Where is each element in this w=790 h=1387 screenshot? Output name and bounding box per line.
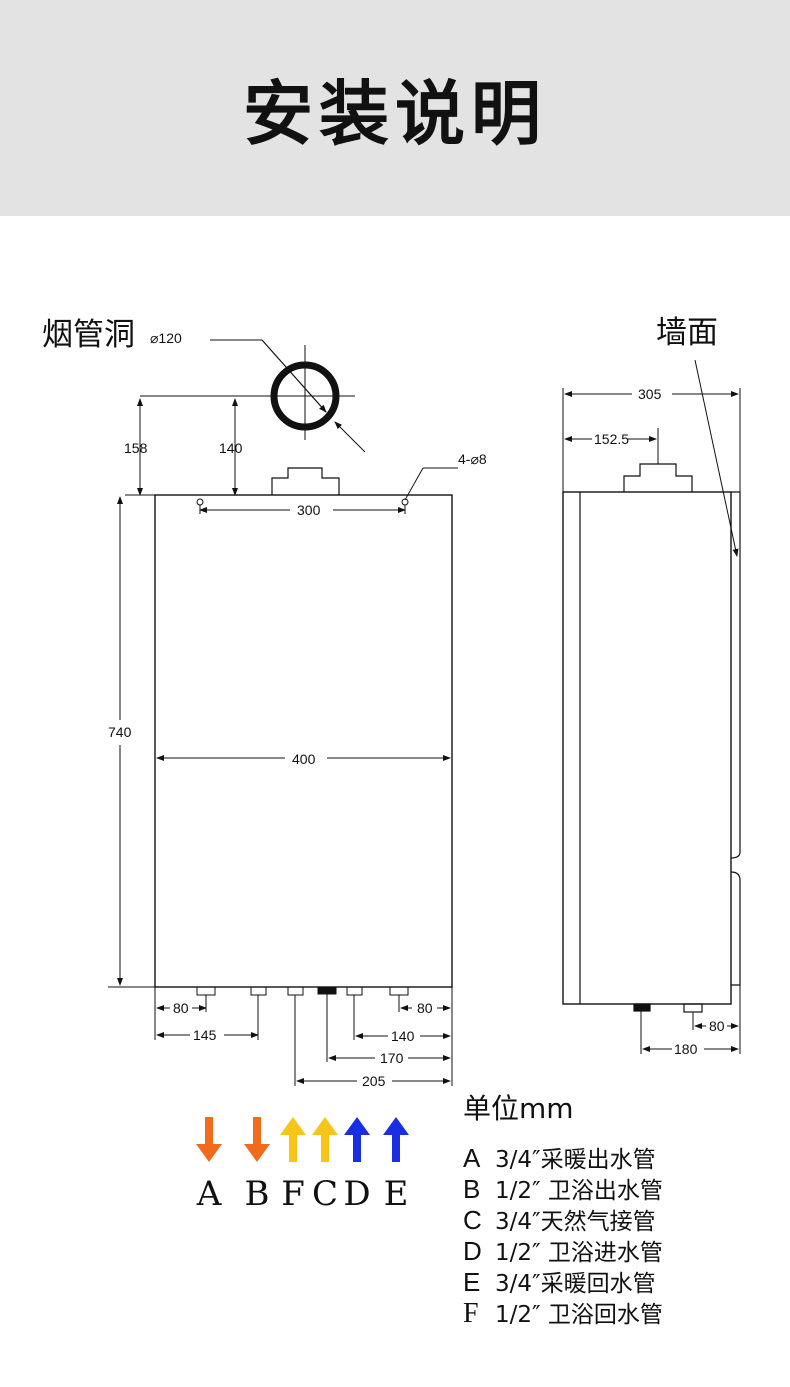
unit-label: 单位mm <box>463 1092 574 1125</box>
connector-f <box>287 986 304 996</box>
connector-c <box>317 986 337 995</box>
arrow-b-icon <box>244 1117 270 1162</box>
legend-letter-c: C <box>463 1205 482 1235</box>
connector-b <box>250 986 267 996</box>
arrow-f-icon <box>280 1117 306 1162</box>
legend-row-a: A 3/4″采暖出水管 <box>463 1143 783 1174</box>
side-connector-gas <box>633 1003 651 1012</box>
flue-leader-lower <box>334 421 366 453</box>
arrow-letter-d: D <box>343 1174 370 1214</box>
arrow-c-icon <box>312 1117 338 1162</box>
legend-letter-b: B <box>463 1174 481 1204</box>
arrow-a-icon <box>196 1117 222 1162</box>
legend-row-f: F 1/2″ 卫浴回水管 <box>463 1298 783 1329</box>
side-connector-water <box>683 1003 703 1013</box>
dim-180: 180 <box>674 1041 698 1057</box>
legend-letter-a: A <box>463 1143 481 1173</box>
dim-80-side: 80 <box>709 1018 725 1034</box>
legend-desc-e: 3/4″采暖回水管 <box>495 1271 656 1297</box>
arrow-letter-b: B <box>245 1174 270 1214</box>
side-view <box>562 463 741 1013</box>
arrow-letter-e: E <box>384 1174 409 1214</box>
dim-740: 740 <box>108 724 132 740</box>
legend-desc-a: 3/4″采暖出水管 <box>495 1147 656 1173</box>
arrow-d-icon <box>344 1117 370 1162</box>
flue-hole <box>140 339 366 453</box>
legend-desc-c: 3/4″天然气接管 <box>495 1209 656 1235</box>
header-banner: 安装说明 <box>0 0 790 216</box>
legend-desc-b: 1/2″ 卫浴出水管 <box>495 1178 663 1204</box>
legend-letter-f: F <box>463 1298 479 1329</box>
legend-row-e: E 3/4″采暖回水管 <box>463 1267 783 1298</box>
flue-dia-label: ⌀120 <box>150 330 182 346</box>
dim-305: 305 <box>638 386 662 402</box>
dim-140-bottom: 140 <box>391 1028 415 1044</box>
arrow-letter-f: F <box>281 1174 305 1214</box>
side-body <box>562 491 732 1005</box>
front-flue-stub <box>271 467 340 495</box>
side-dimensions <box>562 359 741 1054</box>
dim-152-5: 152.5 <box>594 431 629 447</box>
front-dimensions <box>108 398 458 1086</box>
legend-row-d: D 1/2″ 卫浴进水管 <box>463 1236 783 1267</box>
legend-desc-d: 1/2″ 卫浴进水管 <box>495 1240 663 1266</box>
page-title: 安装说明 <box>243 73 547 155</box>
dim-80-right: 80 <box>417 1000 433 1016</box>
wall-label: 墙面 <box>656 315 718 351</box>
legend-letter-d: D <box>463 1236 482 1266</box>
front-view <box>154 467 453 996</box>
front-body <box>154 494 453 988</box>
side-back-panel <box>730 491 741 859</box>
pipe-legend: A 3/4″采暖出水管 B 1/2″ 卫浴出水管 C 3/4″天然气接管 D 1/2″ … <box>463 1143 783 1329</box>
holes-label: 4-⌀8 <box>458 451 487 467</box>
dim-145: 145 <box>193 1027 217 1043</box>
arrow-letter-a: A <box>196 1174 222 1214</box>
side-back-panel-lower <box>730 871 741 986</box>
legend-row-c: C 3/4″天然气接管 <box>463 1205 783 1236</box>
connector-a <box>196 986 216 996</box>
arrow-letter-c: C <box>312 1174 338 1214</box>
legend-letter-e: E <box>463 1267 481 1297</box>
connector-d <box>346 986 363 996</box>
dim-170: 170 <box>380 1050 404 1066</box>
mount-hole-left <box>196 498 204 506</box>
dim-400: 400 <box>292 751 316 767</box>
connector-e <box>389 986 409 996</box>
legend-row-b: B 1/2″ 卫浴出水管 <box>463 1174 783 1205</box>
legend-desc-f: 1/2″ 卫浴回水管 <box>495 1302 663 1328</box>
dim-300: 300 <box>297 502 321 518</box>
dim-140-top: 140 <box>219 440 243 456</box>
dim-80-left: 80 <box>173 1000 189 1016</box>
arrow-e-icon <box>383 1117 409 1162</box>
dim-205: 205 <box>362 1073 386 1089</box>
flue-hole-label: 烟管洞 <box>42 317 135 353</box>
side-flue-stub <box>623 463 693 492</box>
dim-158: 158 <box>124 440 148 456</box>
